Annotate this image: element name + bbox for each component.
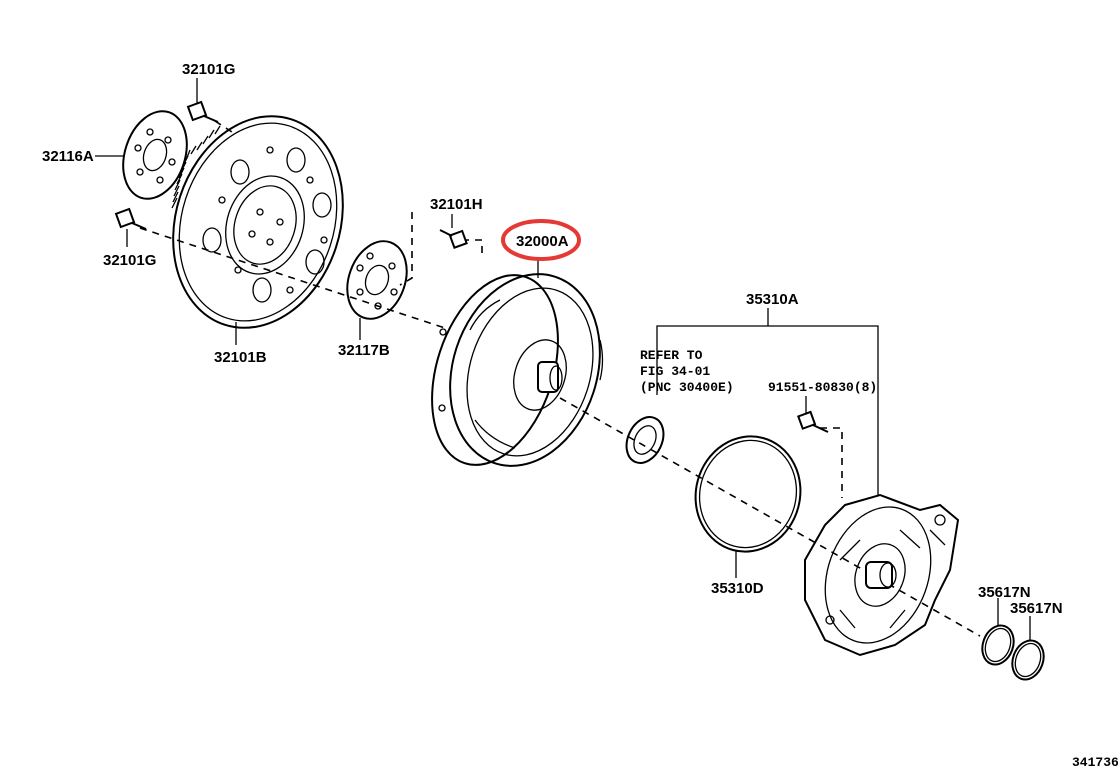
refer-note-line3: (PNC 30400E) bbox=[640, 380, 734, 395]
label-35617N-a: 35617N bbox=[978, 584, 1031, 601]
refer-note-line2: FIG 34-01 bbox=[640, 364, 710, 379]
assembly-axis bbox=[139, 120, 981, 637]
label-91551: 91551-80830(8) bbox=[768, 380, 877, 395]
plate-32117B bbox=[346, 240, 408, 320]
drive-plate-32116A bbox=[122, 110, 188, 200]
seal-rings-35617N bbox=[981, 624, 1045, 681]
bolt-32101H bbox=[439, 229, 468, 249]
label-35310A: 35310A bbox=[746, 291, 799, 308]
highlight-circle bbox=[501, 219, 581, 261]
bolt-91551 bbox=[797, 410, 829, 433]
label-35310D: 35310D bbox=[711, 580, 764, 597]
bolt-32101G-top bbox=[186, 100, 219, 123]
label-32101G-top: 32101G bbox=[182, 61, 235, 78]
o-ring-35310D bbox=[694, 435, 802, 553]
figure-id: 341736 bbox=[1072, 755, 1119, 770]
bolt-32101G-left bbox=[114, 207, 147, 230]
flywheel-32101B bbox=[171, 115, 344, 329]
label-32101G-left: 32101G bbox=[103, 252, 156, 269]
torque-converter-32000A bbox=[431, 273, 604, 467]
label-32116A: 32116A bbox=[42, 148, 94, 165]
label-32101B: 32101B bbox=[214, 349, 267, 366]
oil-pump-35310A bbox=[804, 493, 960, 657]
label-35617N-b: 35617N bbox=[1010, 600, 1063, 617]
refer-note-line1: REFER TO bbox=[640, 348, 703, 363]
label-32101H: 32101H bbox=[430, 196, 483, 213]
label-32117B: 32117B bbox=[338, 342, 390, 359]
label-32000A: 32000A bbox=[516, 233, 569, 250]
oil-seal bbox=[625, 416, 665, 464]
leader-lines bbox=[95, 78, 1031, 640]
